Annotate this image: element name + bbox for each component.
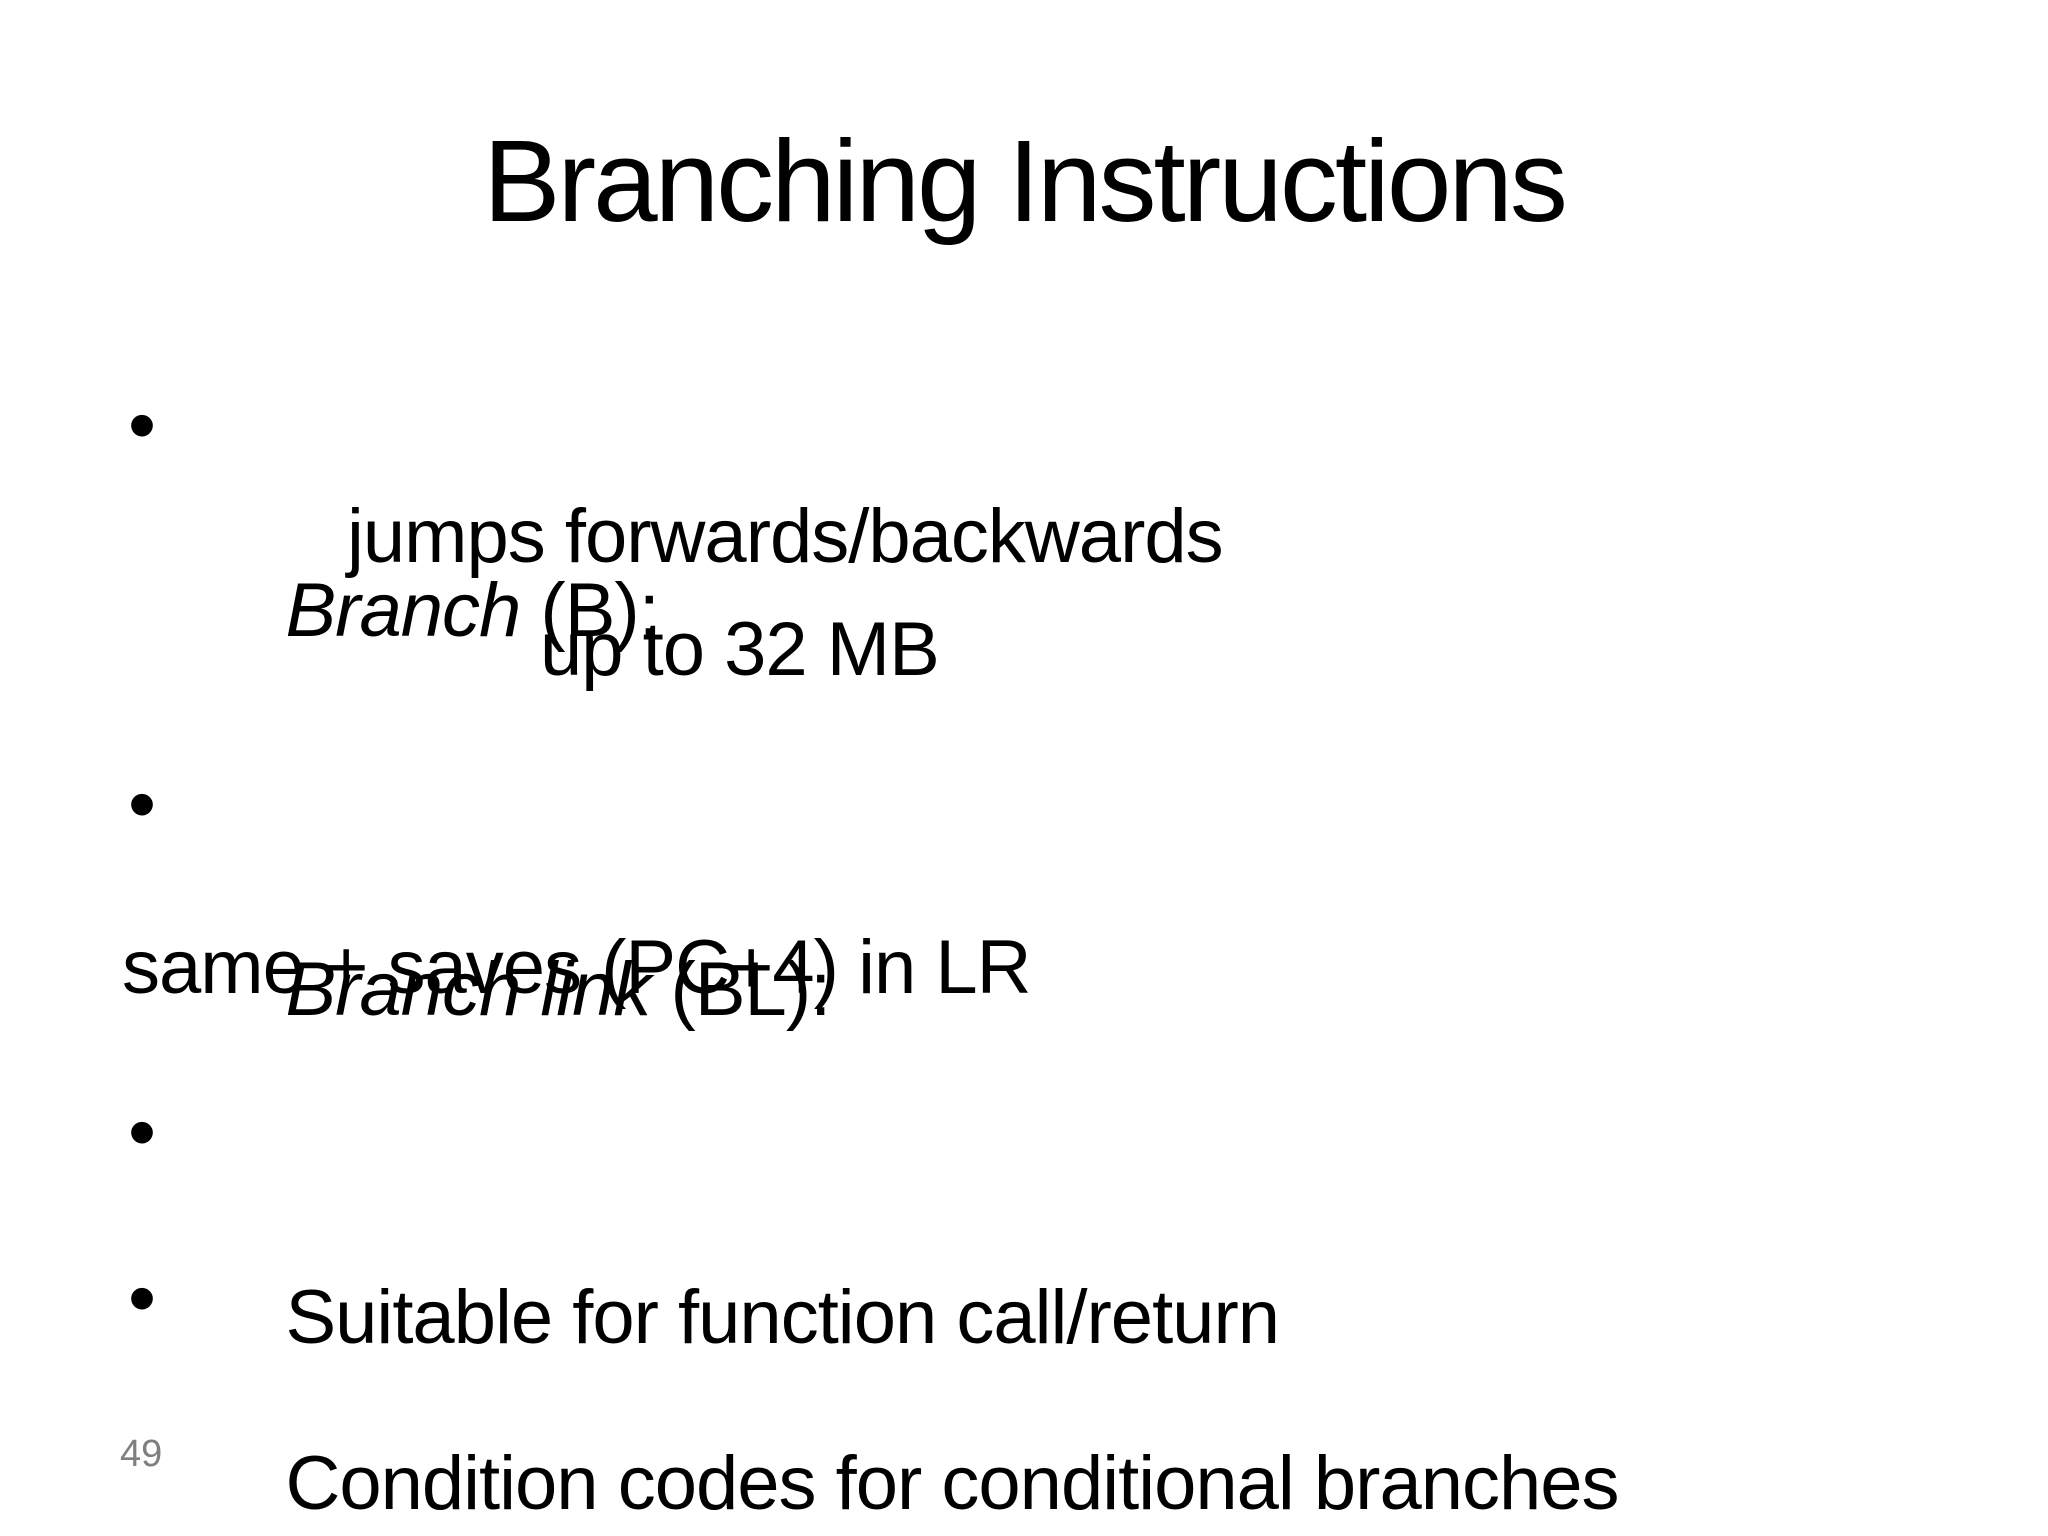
bullet-text: Branch link (BL):: [285, 944, 832, 1037]
body-line-jumps: jumps forwards/backwards: [347, 494, 1224, 579]
body-line-same-saves: same + saves (PC+4) in LR: [122, 925, 1031, 1010]
bullet-term-branch-link: Branch link: [285, 947, 651, 1033]
slide-title: Branching Instructions: [483, 116, 1568, 246]
bullet-marker: •: [128, 1087, 156, 1176]
bullet-text: Condition codes for conditional branches: [285, 1441, 1619, 1527]
bullet-marker: •: [128, 759, 156, 848]
bullet-rest-branch-link: (BL):: [650, 947, 832, 1033]
bullet-item-suitable: • Suitable for function call/return: [128, 1087, 1280, 1458]
bullet-text: Suitable for function call/return: [285, 1275, 1280, 1361]
bullet-term-branch: Branch: [285, 568, 521, 654]
page-number: 49: [120, 1433, 163, 1475]
bullet-marker: •: [128, 380, 156, 469]
bullet-text: Branch (B):: [285, 565, 659, 658]
bullet-item-branch-link: • Branch link (BL):: [128, 759, 832, 1130]
bullet-item-condition-codes: • Condition codes for conditional branch…: [128, 1253, 1620, 1536]
body-line-range: up to 32 MB: [540, 607, 940, 692]
bullet-item-branch: • Branch (B):: [128, 380, 660, 751]
bullet-marker: •: [128, 1253, 156, 1342]
bullet-rest-branch: (B):: [520, 568, 659, 654]
